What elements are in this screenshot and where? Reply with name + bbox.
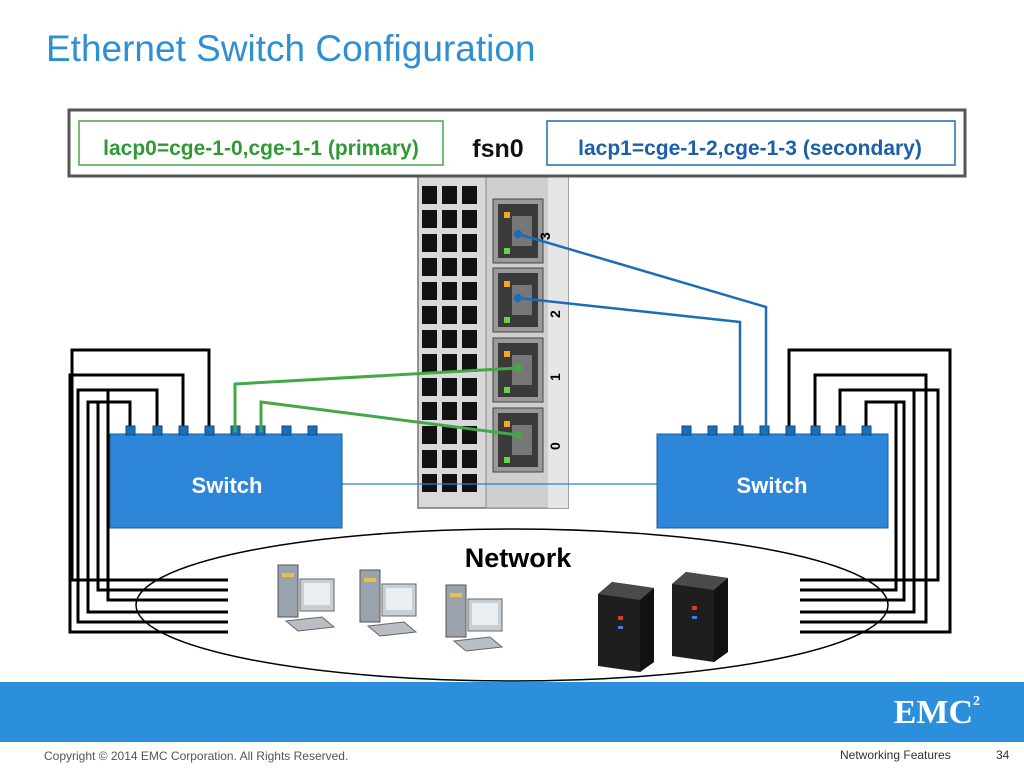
right-wiring	[787, 348, 952, 634]
lacp1-label: lacp1=cge-1-2,cge-1-3 (secondary)	[578, 137, 922, 160]
emc-logo: EMC2	[893, 693, 980, 731]
left-switch[interactable]: Switch	[109, 425, 343, 529]
right-switch-label: Switch	[737, 473, 808, 498]
section-name: Networking Features	[840, 748, 951, 762]
primary-link-endpoint-0	[514, 431, 522, 439]
port-number-1: 1	[547, 373, 563, 381]
port-0[interactable]	[492, 407, 544, 473]
desktop-computer-icon	[277, 564, 336, 632]
lacp0-box	[78, 120, 444, 166]
slide-title: Ethernet Switch Configuration	[46, 28, 536, 69]
secondary-link-endpoint-3	[514, 230, 522, 238]
network-label: Network	[465, 543, 573, 573]
port-number-0: 0	[547, 442, 563, 450]
lacp0-label: lacp0=cge-1-0,cge-1-1 (primary)	[103, 137, 419, 160]
fsn-config-bar: lacp0=cge-1-0,cge-1-1 (primary) fsn0 lac…	[67, 108, 967, 178]
port-number-2: 2	[547, 310, 563, 318]
network-ellipse	[135, 528, 889, 682]
page-number: 34	[996, 748, 1010, 762]
network-diagram: 3 2 1 0 Switch Switch lacp0=	[67, 108, 967, 682]
footer-band: EMC2	[0, 682, 1024, 742]
port-number-3: 3	[537, 232, 553, 240]
lacp1-box	[546, 120, 956, 166]
secondary-link-endpoint-2	[514, 294, 522, 302]
primary-links	[233, 366, 519, 437]
desktop-computer-icon	[359, 569, 418, 637]
right-switch[interactable]: Switch	[656, 425, 889, 529]
secondary-links	[517, 232, 768, 432]
primary-link-endpoint-1	[514, 364, 522, 372]
port-3[interactable]	[492, 198, 544, 264]
left-wiring	[68, 348, 228, 634]
server-icon	[598, 582, 654, 672]
left-switch-label: Switch	[192, 473, 263, 498]
copyright-text: Copyright © 2014 EMC Corporation. All Ri…	[44, 749, 349, 763]
fsn-label: fsn0	[472, 135, 523, 163]
server-icon	[672, 572, 728, 662]
desktop-computer-icon	[445, 584, 504, 652]
